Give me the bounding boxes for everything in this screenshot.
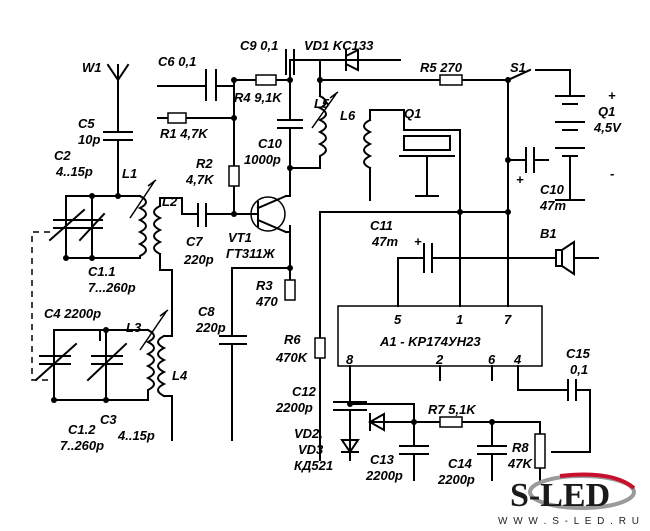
label-c3: C3 xyxy=(100,412,117,427)
label-vd2: VD2, xyxy=(294,426,323,441)
label-c7: C7 xyxy=(186,234,203,249)
gang-link xyxy=(31,231,50,381)
label-l1: L1 xyxy=(122,166,137,181)
label-c2-value: 4..15p xyxy=(55,164,93,179)
label-minus-battery: - xyxy=(610,166,614,181)
label-r8: R8 xyxy=(512,440,529,455)
label-vt1-type: ГТ311Ж xyxy=(226,246,276,261)
label-plus-c11: + xyxy=(414,234,422,249)
label-r5: R5 270 xyxy=(420,60,463,75)
site-logo: S-LED W W W . S - L E D . R U xyxy=(498,472,640,527)
label-pin8: 8 xyxy=(346,352,354,367)
label-c11: C11 xyxy=(370,218,393,233)
label-c8: C8 xyxy=(198,304,215,319)
label-pin4: 4 xyxy=(513,352,522,367)
label-c1-2-value: 7..260p xyxy=(60,438,104,453)
label-plus-battery: + xyxy=(608,88,616,103)
label-c12: C12 xyxy=(292,384,317,399)
label-c11-value: 47m xyxy=(371,234,398,249)
label-w1: W1 xyxy=(82,60,102,75)
label-c1-1: C1.1 xyxy=(88,264,115,279)
label-c15-value: 0,1 xyxy=(570,362,588,377)
label-a1: A1 - KP174УН23 xyxy=(379,334,481,349)
variable-caps xyxy=(34,208,128,382)
label-r1: R1 4,7K xyxy=(160,126,209,141)
label-l5: L5 xyxy=(314,96,330,111)
component-labels: W1 C5 10p C2 4..15p L1 L2 C1.1 7...260p … xyxy=(44,38,622,487)
label-r3: R3 xyxy=(256,278,273,293)
label-c2: C2 xyxy=(54,148,71,163)
label-c1-1-value: 7...260p xyxy=(88,280,136,295)
label-c15: C15 xyxy=(566,346,591,361)
label-c10b-value: 47m xyxy=(539,198,566,213)
label-c1-2: C1.2 xyxy=(68,422,96,437)
label-l2: L2 xyxy=(162,194,178,209)
wires xyxy=(53,49,599,481)
label-c5: C5 xyxy=(78,116,95,131)
logo-text: S-LED xyxy=(510,477,610,514)
label-c3-value: 4..15p xyxy=(117,428,155,443)
label-pin5: 5 xyxy=(394,312,402,327)
label-r6: R6 xyxy=(284,332,301,347)
label-r2: R2 xyxy=(196,156,213,171)
label-r2-value: 4,7K xyxy=(185,172,215,187)
label-c4: C4 2200p xyxy=(44,306,101,321)
diodes xyxy=(340,48,385,454)
label-c6: C6 0,1 xyxy=(158,54,196,69)
label-r6-value: 470K xyxy=(275,350,309,365)
label-pin7: 7 xyxy=(504,312,512,327)
junctions xyxy=(51,77,511,425)
label-vt1: VT1 xyxy=(228,230,252,245)
logo-arc-icon xyxy=(559,472,636,490)
label-c14-value: 2200p xyxy=(437,472,475,487)
label-l6: L6 xyxy=(340,108,356,123)
label-c9: C9 0,1 xyxy=(240,38,278,53)
label-s1: S1 xyxy=(510,60,526,75)
label-b1: B1 xyxy=(540,226,557,241)
tuning-arrows xyxy=(129,91,339,351)
label-vd-type: КД521 xyxy=(294,458,333,473)
label-pin1: 1 xyxy=(456,312,463,327)
label-r7: R7 5,1K xyxy=(428,402,477,417)
label-l4: L4 xyxy=(172,368,188,383)
label-c7-value: 220p xyxy=(183,252,214,267)
label-c10b: C10 xyxy=(540,182,565,197)
label-c10: C10 xyxy=(258,136,283,151)
label-q1-voltage: 4,5V xyxy=(593,120,622,135)
label-plus-c10: + xyxy=(516,172,524,187)
label-q1-battery: Q1 xyxy=(598,104,615,119)
label-c10-value: 1000p xyxy=(244,152,281,167)
label-l3: L3 xyxy=(126,320,142,335)
label-r8-value: 47K xyxy=(507,456,533,471)
resistors xyxy=(167,74,546,469)
label-q1-crystal: Q1 xyxy=(404,106,421,121)
label-pin2: 2 xyxy=(435,352,444,367)
label-c13-value: 2200p xyxy=(365,468,403,483)
label-r4: R4 9,1K xyxy=(234,90,283,105)
label-c8-value: 220p xyxy=(195,320,226,335)
label-r3-value: 470 xyxy=(255,294,278,309)
label-c5-value: 10p xyxy=(78,132,100,147)
label-c12-value: 2200p xyxy=(275,400,313,415)
label-c13: C13 xyxy=(370,452,395,467)
label-c14: C14 xyxy=(448,456,473,471)
label-pin6: 6 xyxy=(488,352,496,367)
label-vd1: VD1 KC133 xyxy=(304,38,374,53)
logo-url: W W W . S - L E D . R U xyxy=(498,516,640,527)
label-vd3: VD3 xyxy=(298,442,324,457)
